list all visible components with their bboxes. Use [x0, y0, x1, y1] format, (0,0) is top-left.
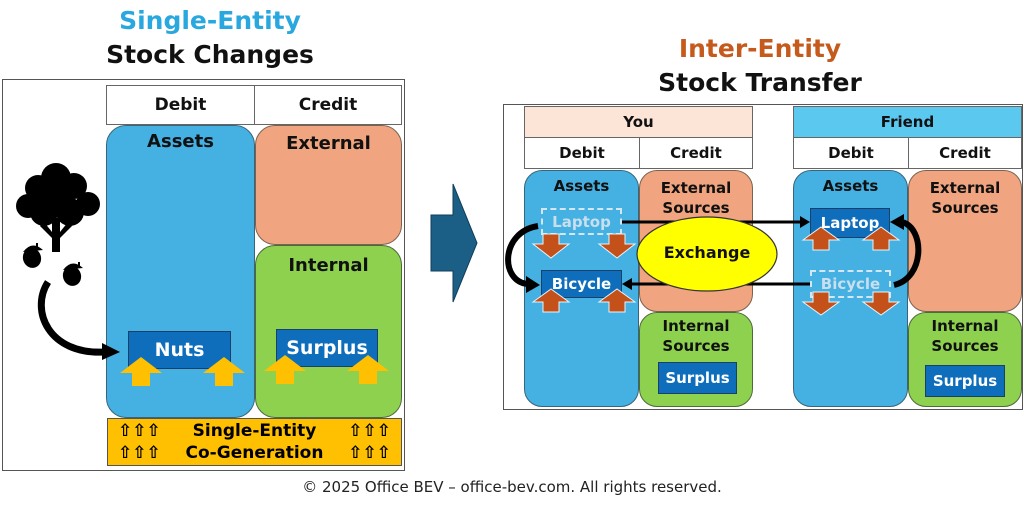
left-credit-header: Credit — [254, 85, 402, 125]
up-arrow-icon — [597, 288, 637, 313]
friend-external-label: External Sources — [929, 179, 1001, 217]
left-title-line2: Stock Changes — [106, 40, 314, 69]
down-arrow-icon — [801, 291, 841, 316]
left-internal-label: Internal — [288, 255, 369, 276]
left-title-line1: Single-Entity — [119, 6, 301, 35]
friend-bicycle-ghost: Bicycle — [810, 270, 891, 298]
exchange-ellipse — [636, 216, 778, 292]
transfer-arrows — [531, 226, 901, 316]
friend-debit-header: Debit — [793, 137, 909, 169]
tree-icon — [16, 163, 100, 252]
cogen-arrows-right: ⇧⇧⇧ — [348, 420, 391, 441]
you-surplus-box: Surplus — [658, 362, 737, 394]
cogeneration-bar: ⇧⇧⇧ Single-Entity ⇧⇧⇧ ⇧⇧⇧ Co-Generation … — [107, 418, 402, 466]
cogen-arrows-left: ⇧⇧⇧ — [118, 420, 161, 441]
acorn-icon — [62, 262, 83, 286]
you-header: You — [524, 106, 753, 138]
curved-arrow-icon — [37, 280, 120, 360]
down-arrow-icon — [531, 233, 571, 259]
friend-credit-header: Credit — [908, 137, 1022, 169]
you-internal-label: Internal Sources — [662, 317, 730, 355]
friend-header: Friend — [793, 106, 1022, 138]
left-assets-label: Assets — [147, 131, 214, 152]
friend-external-block: External Sources — [908, 170, 1022, 312]
down-arrow-icon — [861, 291, 901, 316]
right-title-line1: Inter-Entity — [678, 34, 842, 63]
left-external-block: External — [255, 125, 402, 245]
friend-assets-label: Assets — [822, 177, 879, 195]
arrowhead-icon — [800, 216, 810, 228]
cogen-line2: Co-Generation — [185, 443, 324, 463]
you-assets-label: Assets — [553, 177, 610, 195]
you-external-label: External Sources — [660, 179, 732, 217]
you-credit-header: Credit — [639, 137, 753, 169]
nuts-box: Nuts — [128, 331, 231, 369]
left-external-label: External — [286, 133, 371, 154]
right-title-line2: Stock Transfer — [658, 68, 862, 97]
up-arrow-icon — [347, 355, 389, 384]
cogen-arrows-right: ⇧⇧⇧ — [348, 443, 391, 463]
friend-surplus-box: Surplus — [925, 365, 1005, 397]
cogen-arrows-left: ⇧⇧⇧ — [118, 443, 161, 463]
friend-internal-label: Internal Sources — [931, 317, 999, 355]
left-up-arrows — [120, 355, 389, 386]
down-arrow-icon — [597, 233, 637, 259]
cogen-line1: Single-Entity — [192, 420, 317, 441]
arrowhead-icon — [622, 278, 632, 290]
up-arrow-icon — [531, 288, 571, 313]
up-arrow-icon — [264, 355, 306, 384]
up-arrow-icon — [801, 226, 841, 251]
right-arrow-icon — [430, 183, 478, 303]
up-arrow-icon — [120, 357, 162, 386]
copyright-footer: © 2025 Office BEV – office-bev.com. All … — [302, 478, 722, 496]
you-laptop-ghost: Laptop — [541, 208, 622, 235]
you-debit-header: Debit — [524, 137, 640, 169]
up-arrow-icon — [861, 226, 901, 251]
up-arrow-icon — [203, 357, 245, 386]
acorn-icon — [22, 243, 43, 268]
left-debit-header: Debit — [106, 85, 255, 125]
exchange-label: Exchange — [663, 243, 751, 262]
